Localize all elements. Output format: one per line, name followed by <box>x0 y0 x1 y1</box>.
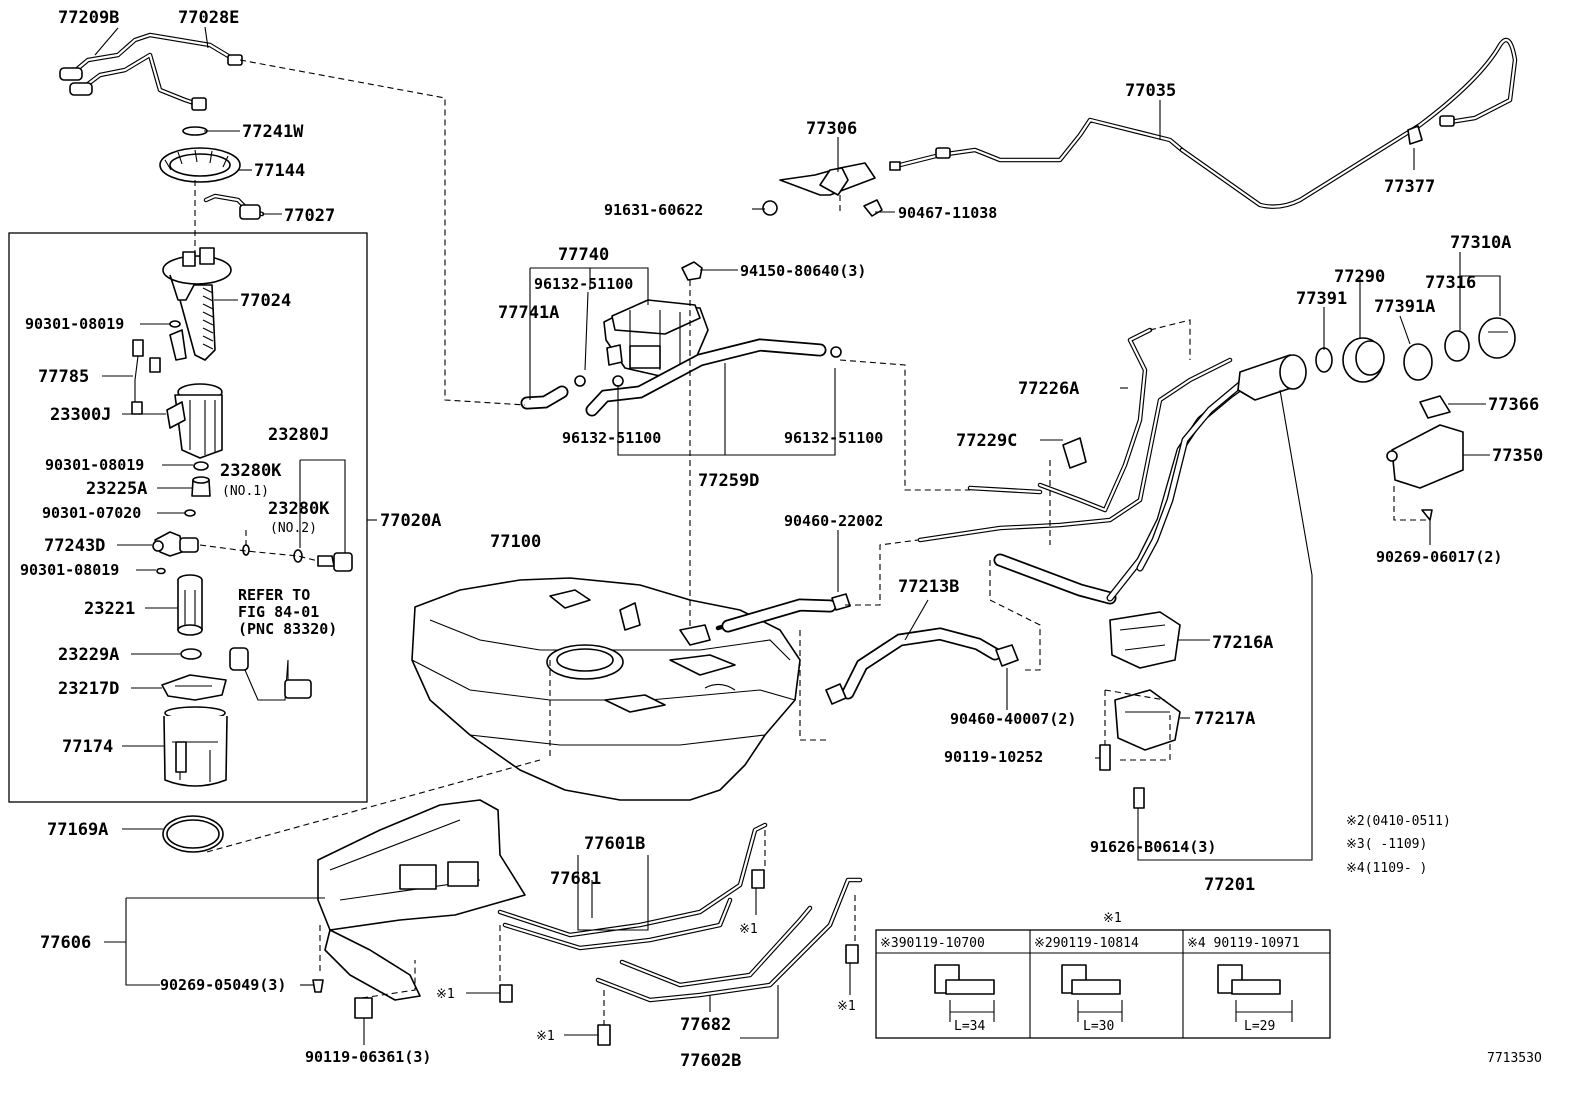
pump-assembly-box <box>8 232 368 803</box>
label-90269-06017: 90269-06017(2) <box>1376 548 1502 566</box>
label-23280K-2-note: (NO.2) <box>270 521 317 536</box>
charcoal-canister <box>520 261 842 417</box>
part-labels: 77209B 77028E 77241W 77144 77027 77024 9… <box>20 8 1543 1071</box>
tank-protector <box>312 799 526 1019</box>
label-77602B: 77602B <box>680 1051 741 1071</box>
bolt-col2-length: L=30 <box>1083 1019 1114 1034</box>
label-23300J: 23300J <box>50 405 111 425</box>
label-90460-40007: 90460-40007(2) <box>950 710 1076 728</box>
mark-1-b: ※1 <box>436 987 455 1002</box>
label-77391: 77391 <box>1296 289 1347 309</box>
label-90467-11038: 90467-11038 <box>898 204 997 222</box>
fuel-pump-assembly <box>59 32 353 853</box>
label-77213B: 77213B <box>898 577 959 597</box>
label-77028E: 77028E <box>178 8 239 28</box>
fuel-tank <box>411 577 837 801</box>
bolt-table: ※1 ※390119-10700 ※290119-10814 ※4 90119-… <box>875 911 1331 1039</box>
diagram-id: 771353O <box>1487 1051 1542 1066</box>
label-77216A: 77216A <box>1212 633 1273 653</box>
label-77035: 77035 <box>1125 81 1176 101</box>
label-90119-10252: 90119-10252 <box>944 748 1043 766</box>
note-3: ※3( -1109) <box>1346 837 1427 852</box>
mark-1-a: ※1 <box>739 922 758 937</box>
mark-1-d: ※1 <box>536 1029 555 1044</box>
label-23217D: 23217D <box>58 679 119 699</box>
bolt-table-title: ※1 <box>1103 911 1122 926</box>
label-77024: 77024 <box>240 291 291 311</box>
refer-line-2: FIG 84-01 <box>238 603 319 621</box>
label-77209B: 77209B <box>58 8 119 28</box>
label-77682: 77682 <box>680 1015 731 1035</box>
tank-bands <box>497 822 863 1046</box>
label-77243D: 77243D <box>44 536 105 556</box>
label-23280K-1-note: (NO.1) <box>222 484 269 499</box>
label-77229C: 77229C <box>956 431 1017 451</box>
bolt-col1-length: L=34 <box>954 1019 985 1034</box>
label-90301-08019-c: 90301-08019 <box>20 561 119 579</box>
mark-1-c: ※1 <box>837 999 856 1014</box>
label-77316: 77316 <box>1425 273 1476 293</box>
bolt-icon-3 <box>1217 964 1293 1022</box>
bolt-col3-header: ※4 90119-10971 <box>1187 936 1300 951</box>
label-77144: 77144 <box>254 161 305 181</box>
label-77290: 77290 <box>1334 267 1385 287</box>
label-77027: 77027 <box>284 206 335 226</box>
label-23229A: 23229A <box>58 645 119 665</box>
bolt-col1-header: ※390119-10700 <box>880 936 985 951</box>
label-94150-80640: 94150-80640(3) <box>740 262 866 280</box>
label-90301-08019-a: 90301-08019 <box>25 315 124 333</box>
label-23280K-2: 23280K <box>268 499 330 519</box>
label-77606: 77606 <box>40 933 91 953</box>
label-77741A: 77741A <box>498 303 559 323</box>
label-23221: 23221 <box>84 599 135 619</box>
label-77306: 77306 <box>806 119 857 139</box>
label-90119-06361: 90119-06361(3) <box>305 1048 431 1066</box>
label-77169A: 77169A <box>47 820 108 840</box>
note-4: ※4(1109- ) <box>1346 861 1427 876</box>
label-96132-51100-c: 96132-51100 <box>784 429 883 447</box>
label-23280K-1: 23280K <box>220 461 282 481</box>
label-77310A: 77310A <box>1450 233 1511 253</box>
label-77174: 77174 <box>62 737 113 757</box>
refer-line-3: (PNC 83320) <box>238 620 337 638</box>
label-77377: 77377 <box>1384 177 1435 197</box>
label-23280J: 23280J <box>268 425 329 445</box>
label-77259D: 77259D <box>698 471 759 491</box>
bolt-icon-1 <box>934 964 995 1022</box>
label-77366: 77366 <box>1488 395 1539 415</box>
leader-lines <box>94 26 1501 1045</box>
label-77020A: 77020A <box>380 511 441 531</box>
label-77391A: 77391A <box>1374 297 1435 317</box>
label-77740: 77740 <box>558 245 609 265</box>
label-90269-05049: 90269-05049(3) <box>160 976 286 994</box>
label-77350: 77350 <box>1492 446 1543 466</box>
note-2: ※2(0410-0511) <box>1346 814 1451 829</box>
label-77201: 77201 <box>1204 875 1255 895</box>
refer-line-1: REFER TO <box>238 586 310 604</box>
label-77681: 77681 <box>550 869 601 889</box>
label-23225A: 23225A <box>86 479 147 499</box>
label-91631-60622: 91631-60622 <box>604 201 703 219</box>
bolt-icon-2 <box>1061 964 1123 1022</box>
label-77241W: 77241W <box>242 122 304 142</box>
vapor-tube-group <box>762 37 1518 217</box>
label-96132-51100-b: 96132-51100 <box>562 429 661 447</box>
filler-pipe <box>967 327 1307 809</box>
label-90460-22002: 90460-22002 <box>784 512 883 530</box>
label-77226A: 77226A <box>1018 379 1079 399</box>
label-96132-51100-a: 96132-51100 <box>534 275 633 293</box>
fuel-cap-group <box>1315 317 1516 521</box>
label-77100: 77100 <box>490 532 541 552</box>
filler-hose-group <box>825 357 1233 705</box>
label-90301-07020: 90301-07020 <box>42 504 141 522</box>
bolt-col2-header: ※290119-10814 <box>1034 936 1139 951</box>
label-91626-B0614: 91626-B0614(3) <box>1090 838 1216 856</box>
label-77601B: 77601B <box>584 834 645 854</box>
label-77217A: 77217A <box>1194 709 1255 729</box>
label-90301-08019-b: 90301-08019 <box>45 456 144 474</box>
label-77785: 77785 <box>38 367 89 387</box>
bolt-col3-length: L=29 <box>1244 1019 1275 1034</box>
